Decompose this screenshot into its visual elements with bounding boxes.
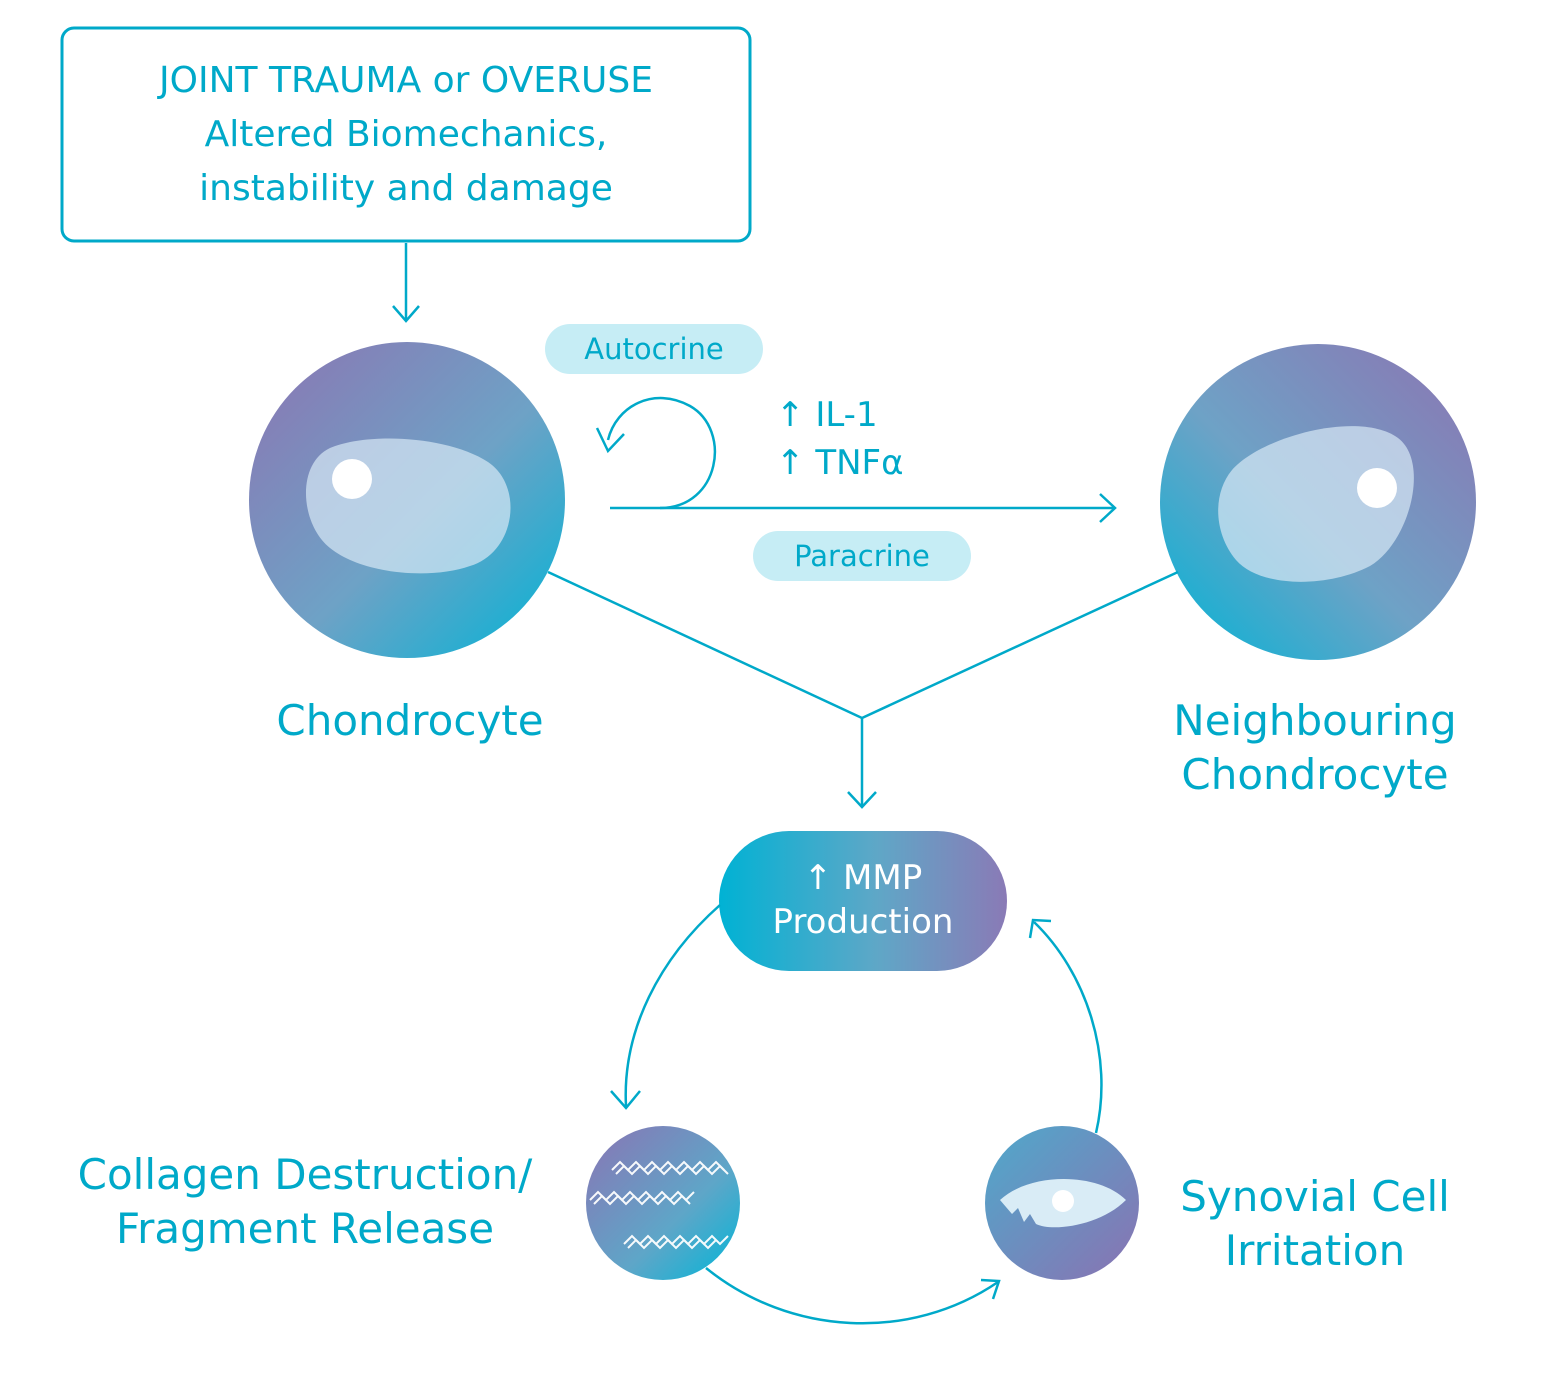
mmp-line-1: ↑ MMP (803, 858, 923, 898)
paracrine-pill (753, 531, 971, 581)
collagen-line-1: Collagen Destruction/ (77, 1150, 533, 1199)
autocrine-label: Autocrine (584, 332, 724, 366)
collagen-fragment-icon (586, 1126, 740, 1280)
synovial-irritation-label: Synovial Cell Irritation (1160, 1170, 1470, 1278)
trauma-line-3: instability and damage (199, 168, 613, 209)
neighbour-line-1: Neighbouring (1173, 696, 1457, 745)
cycle-arrow-collagen-to-synovial (705, 1267, 1001, 1325)
neighbouring-chondrocyte-label: Neighbouring Chondrocyte (1140, 694, 1490, 802)
chondrocyte-cell (249, 342, 565, 658)
paracrine-arrow (610, 493, 1117, 523)
trauma-line-2: Altered Biomechanics, (204, 114, 608, 155)
synovial-line-1: Synovial Cell (1180, 1172, 1450, 1221)
il1-row: ↑ IL-1 (776, 391, 903, 439)
chondrocyte-label: Chondrocyte (276, 696, 544, 745)
synovial-line-2: Irritation (1224, 1226, 1406, 1275)
cycle-arrow-synovial-to-mmp (1028, 918, 1103, 1134)
autocrine-loop-arrow (595, 396, 716, 510)
neighbour-line-2: Chondrocyte (1181, 750, 1449, 799)
up-arrow-icon: ↑ (776, 395, 805, 435)
tnf-row: ↑ TNFα (776, 439, 903, 487)
trauma-box-text: JOINT TRAUMA or OVERUSE Altered Biomecha… (62, 54, 750, 216)
synovial-cell-icon (985, 1126, 1139, 1280)
collagen-destruction-label: Collagen Destruction/ Fragment Release (40, 1148, 570, 1256)
paracrine-label: Paracrine (794, 539, 930, 573)
mmp-production-label: ↑ MMP Production (719, 856, 1007, 944)
collagen-line-2: Fragment Release (115, 1204, 495, 1253)
mmp-production-pill (719, 831, 1007, 971)
trauma-arrow (392, 243, 420, 323)
converging-lines (547, 570, 1179, 809)
tnf-label: TNFα (815, 443, 904, 483)
trauma-title: JOINT TRAUMA or OVERUSE (159, 60, 653, 101)
cytokine-list: ↑ IL-1 ↑ TNFα (776, 391, 903, 487)
trauma-box (60, 26, 752, 243)
il1-label: IL-1 (815, 395, 878, 435)
autocrine-pill (545, 324, 763, 374)
up-arrow-icon: ↑ (776, 443, 805, 483)
neighbouring-chondrocyte-cell (1160, 344, 1476, 660)
cycle-arrow-mmp-to-collagen (610, 904, 721, 1110)
mmp-line-2: Production (772, 902, 954, 942)
